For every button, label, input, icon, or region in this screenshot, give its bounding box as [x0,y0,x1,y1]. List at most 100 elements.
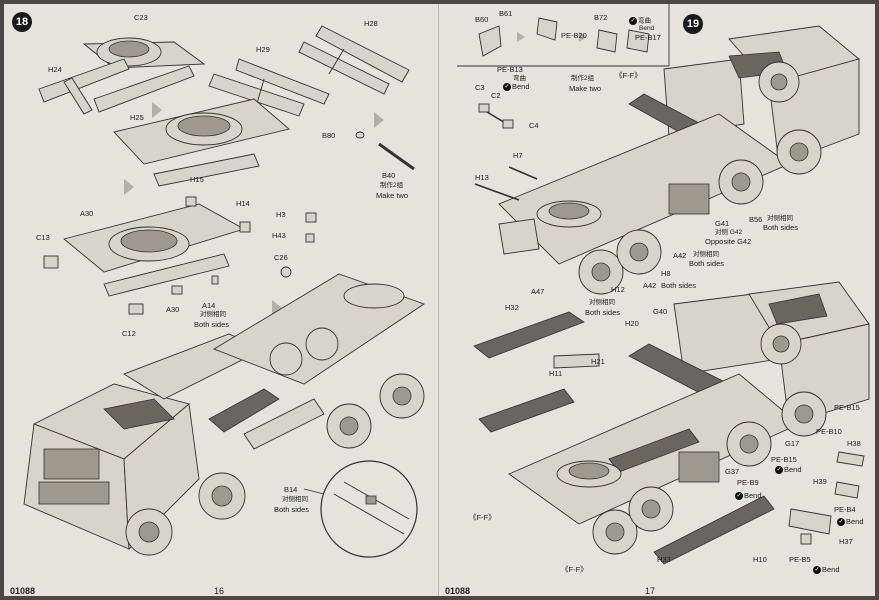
label-h21: H21 [591,357,605,366]
part-c23-turntable [82,37,206,69]
part-frame-stage3 [43,196,251,315]
instruction-page-right: 19 B60 B61 B72 PE-B20 ✓弯曲 Bend PE-B17 PE… [439,4,875,596]
label-h33: H33 [657,555,671,564]
label-ff-bottom: 《F-F》 [561,565,588,574]
label-pe-b17: PE-B17 [635,33,661,42]
assembled-truck-upper [498,25,860,295]
label-h28: H28 [364,19,378,28]
label-pe-b15b-bend: ✓Bend [775,465,802,475]
label-ff-top: 《F-F》 [615,71,642,80]
label-b72: B72 [594,13,608,22]
label-make-two-cn: 制作2组 [380,182,404,189]
step-number-19: 19 [683,14,703,34]
label-h29: H29 [256,45,270,54]
label-b56-cn: 对侧相同 [767,215,793,222]
label-b80: B80 [322,131,336,140]
label-pe-b15: PE-B15 [834,403,860,412]
label-b56: B56 [749,215,763,224]
part-h11-plate [478,353,600,433]
label-bend: Bend [639,25,655,32]
label-g40: G40 [653,307,668,316]
label-a47: A47 [531,287,545,296]
label-a30-bottom: A30 [166,305,180,314]
label-a42-both: Both sides [689,259,725,268]
label-c4: C4 [529,121,539,130]
label-a47-both: Both sides [585,308,621,317]
label-b14-both: Both sides [274,505,310,514]
label-a42b-both: Both sides [661,281,697,290]
label-ff-left: 《F-F》 [469,513,496,522]
label-pe-b5: PE-B5 [789,555,811,564]
label-h43: H43 [272,231,286,240]
label-pe-b5-bend: ✓Bend [813,565,840,575]
label-c26: C26 [274,253,288,262]
label-h39: H39 [813,477,827,486]
label-b61: B61 [499,9,513,18]
label-g41-opp: Opposite G42 [705,237,752,246]
label-c12: C12 [122,329,136,338]
direction-arrow [152,102,162,118]
direction-arrow [124,179,134,195]
label-h37: H37 [839,537,853,546]
label-make-two: Make two [569,84,602,93]
label-make-two-cn: 制作2组 [571,75,595,82]
direction-arrow [374,112,384,128]
label-a30-top: A30 [80,209,94,218]
label-h8: H8 [661,269,671,278]
label-pe-b13-bend-cn: 弯曲 [513,75,526,82]
label-h7: H7 [513,151,523,160]
part-h33-plate [653,495,775,565]
part-b80 [355,131,365,139]
direction-arrow [272,300,282,316]
label-pe-b9: PE-B9 [737,478,759,487]
bend-icon: ✓ [837,518,845,527]
label-bend-cn: ✓弯曲 [629,17,651,25]
part-frame-stage2 [113,98,290,187]
label-make-two: Make two [376,191,409,200]
label-c23: C23 [134,13,148,22]
label-h10: H10 [753,555,767,564]
label-h38: H38 [847,439,861,448]
label-h11: H11 [549,369,563,378]
page-number-16: 16 [214,586,225,596]
step-19-drawing [457,4,870,565]
label-b60: B60 [475,15,489,24]
instruction-page-left: 18 C23 H28 H24 H29 H25 B80 B40 制作2组 Make… [4,4,439,596]
label-a42: A42 [673,251,687,260]
assembled-truck-step18 [23,273,425,556]
label-b14-cn: 对侧相同 [282,496,308,503]
label-c13: C13 [36,233,50,242]
bend-icon: ✓ [775,466,783,475]
label-h20: H20 [625,319,639,328]
label-h13: H13 [475,173,489,182]
part-b40-rod [378,142,415,171]
bend-icon: ✓ [503,83,511,92]
part-h28-rail [298,25,410,95]
label-pe-b4-bend: ✓Bend [837,517,864,527]
label-a42b: A42 [643,281,657,290]
label-both-sides: Both sides [194,320,230,329]
detail-box-pe-parts [457,4,670,67]
label-c2: C2 [491,91,501,100]
bend-icon: ✓ [735,492,743,501]
part-h3-h43 [211,212,317,285]
parts-h37-h38-h39 [788,451,865,545]
label-c3: C3 [475,83,485,92]
label-b56-both: Both sides [763,223,799,232]
step-number-18: 18 [12,12,32,32]
label-pe-b9-bend: ✓Bend [735,491,762,501]
label-both-sides-cn: 对侧相同 [200,311,226,318]
label-g17: G17 [785,439,800,448]
label-pe-b10: PE-B10 [816,427,842,436]
label-pe-b13-bend: ✓Bend [503,82,530,92]
part-h32-plate [473,311,585,359]
detail-inset-b14 [303,460,418,558]
label-pe-b13: PE-B13 [497,65,523,74]
page-number-17: 17 [645,586,656,596]
bend-icon: ✓ [629,17,637,25]
label-pe-b20: PE-B20 [561,31,587,40]
label-a42-cn: 对侧相同 [693,251,719,258]
label-h14: H14 [236,199,250,208]
label-h32: H32 [505,303,519,312]
label-pe-b15b: PE-B15 [771,455,797,464]
